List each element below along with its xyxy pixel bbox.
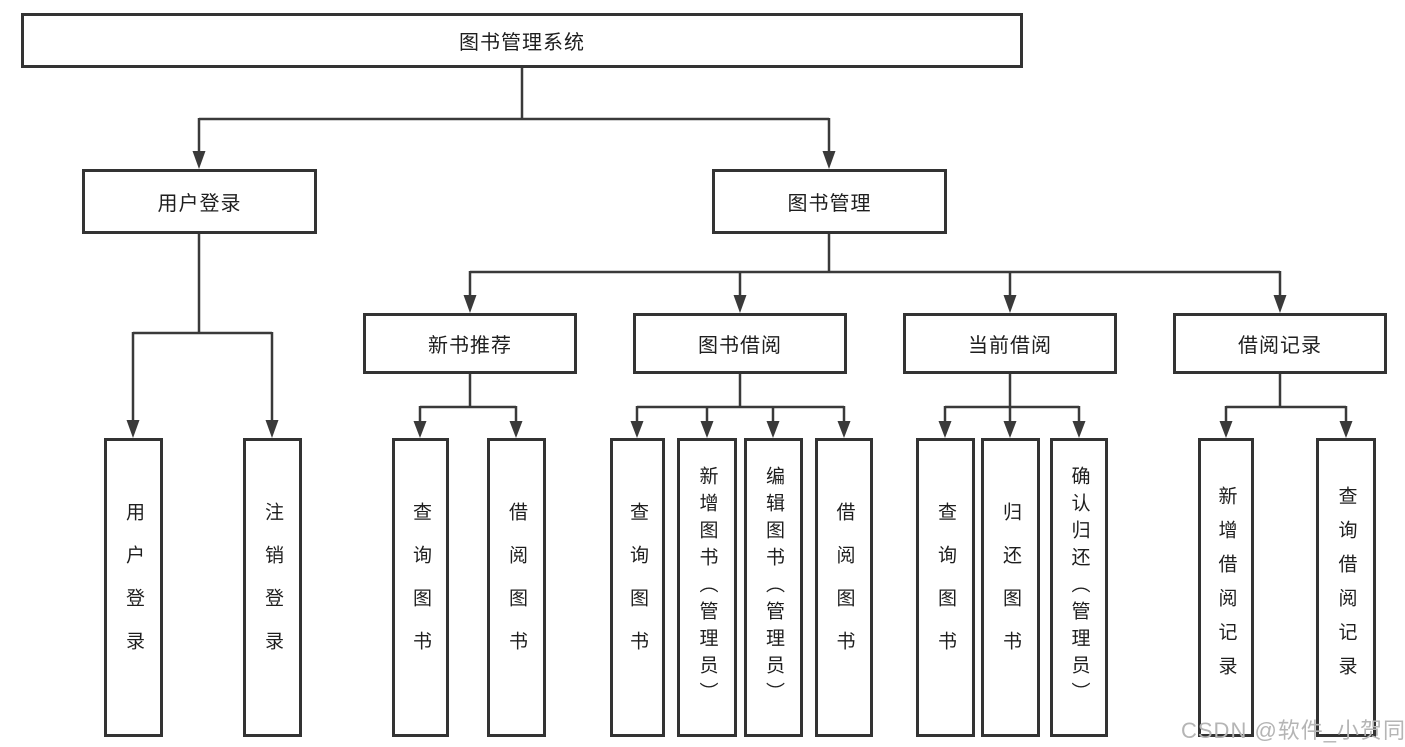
node-user-login-module-label: 用户登录 [157, 193, 242, 215]
leaf-current-query-books: 查询图书 [916, 438, 975, 737]
leaf-records-query-borrow-record-label: 查询借阅记录 [1335, 485, 1357, 690]
node-book-borrowing-label: 图书借阅 [698, 335, 782, 357]
leaf-current-confirm-return-admin: 确认归还（管理员） [1050, 438, 1108, 737]
leaf-borrowing-edit-books-admin-label: 编辑图书（管理员） [763, 466, 784, 709]
leaf-current-return-books: 归还图书 [981, 438, 1040, 737]
leaf-borrowing-query-books: 查询图书 [610, 438, 665, 737]
leaf-logout-label: 注销登录 [262, 501, 283, 674]
node-user-login-module: 用户登录 [82, 169, 317, 234]
leaf-recommend-query-books-label: 查询图书 [410, 501, 431, 674]
leaf-current-return-books-label: 归还图书 [1000, 501, 1021, 674]
node-current-borrowing-label: 当前借阅 [968, 335, 1052, 357]
node-root-label: 图书管理系统 [459, 32, 585, 54]
leaf-records-add-borrow-record-label: 新增借阅记录 [1215, 485, 1237, 690]
leaf-records-add-borrow-record: 新增借阅记录 [1198, 438, 1254, 737]
node-borrowing-records-label: 借阅记录 [1238, 335, 1322, 357]
leaf-recommend-query-books: 查询图书 [392, 438, 449, 737]
leaf-user-login: 用户登录 [104, 438, 163, 737]
leaf-borrowing-query-books-label: 查询图书 [627, 501, 648, 674]
node-book-management-module-label: 图书管理 [787, 193, 872, 215]
leaf-borrowing-add-books-admin: 新增图书（管理员） [677, 438, 737, 737]
node-book-management-module: 图书管理 [712, 169, 947, 234]
leaf-borrowing-add-books-admin-label: 新增图书（管理员） [696, 466, 718, 709]
leaf-borrowing-borrow-books: 借阅图书 [815, 438, 873, 737]
leaf-borrowing-borrow-books-label: 借阅图书 [833, 501, 855, 674]
leaf-current-query-books-label: 查询图书 [935, 501, 956, 674]
node-book-borrowing: 图书借阅 [633, 313, 847, 374]
node-new-book-recommendation: 新书推荐 [363, 313, 577, 374]
leaf-current-confirm-return-admin-label: 确认归还（管理员） [1068, 466, 1090, 709]
node-new-book-recommendation-label: 新书推荐 [428, 335, 512, 357]
node-current-borrowing: 当前借阅 [903, 313, 1117, 374]
leaf-borrowing-edit-books-admin: 编辑图书（管理员） [744, 438, 803, 737]
node-borrowing-records: 借阅记录 [1173, 313, 1387, 374]
leaf-logout: 注销登录 [243, 438, 302, 737]
leaf-user-login-label: 用户登录 [123, 501, 144, 674]
leaf-recommend-borrow-books: 借阅图书 [487, 438, 546, 737]
node-root: 图书管理系统 [21, 13, 1023, 68]
watermark: CSDN @软件_小贺同学 [1181, 718, 1405, 743]
leaf-recommend-borrow-books-label: 借阅图书 [506, 501, 527, 674]
leaf-records-query-borrow-record: 查询借阅记录 [1316, 438, 1376, 737]
